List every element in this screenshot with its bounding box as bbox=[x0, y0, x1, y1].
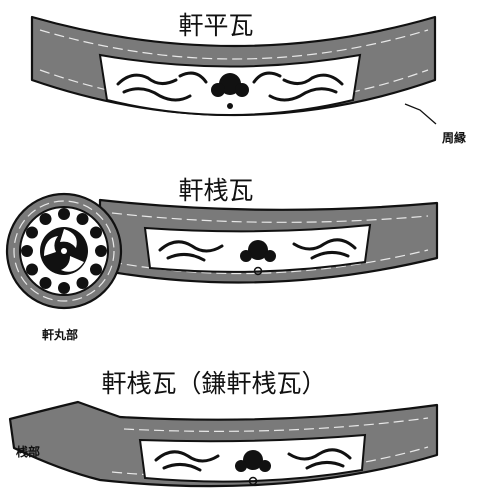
title-nokisan: 軒桟瓦 bbox=[178, 176, 253, 205]
rim-dash-top-2 bbox=[111, 212, 429, 223]
label-nokimaru: 軒丸部 bbox=[42, 327, 78, 342]
rim-dash-top-3 bbox=[123, 417, 429, 432]
title-nokihira: 軒平瓦 bbox=[178, 11, 253, 40]
nokisan-tile: 軒桟瓦 bbox=[5, 176, 439, 342]
nokimaru-disc bbox=[5, 192, 123, 310]
shuen-leader-line bbox=[404, 103, 437, 125]
karakusa-pattern-2 bbox=[158, 238, 357, 276]
nokihira-tile: 軒平瓦 周縁 bbox=[30, 11, 466, 145]
karakusa-pattern-3 bbox=[154, 448, 352, 486]
renju-beads bbox=[21, 208, 107, 294]
label-sanbu: 桟部 bbox=[16, 444, 40, 459]
label-shuen: 周縁 bbox=[442, 130, 466, 145]
title-kama-nokisan: 軒桟瓦（鎌軒桟瓦） bbox=[101, 369, 326, 398]
kama-nokisan-tile: 軒桟瓦（鎌軒桟瓦） 桟部 bbox=[8, 369, 439, 488]
tomoe-crest bbox=[40, 227, 88, 275]
karakusa-pattern-1 bbox=[116, 71, 344, 109]
rim-dash-bottom-2 bbox=[111, 249, 429, 275]
rim-dash-top-1 bbox=[39, 29, 429, 60]
